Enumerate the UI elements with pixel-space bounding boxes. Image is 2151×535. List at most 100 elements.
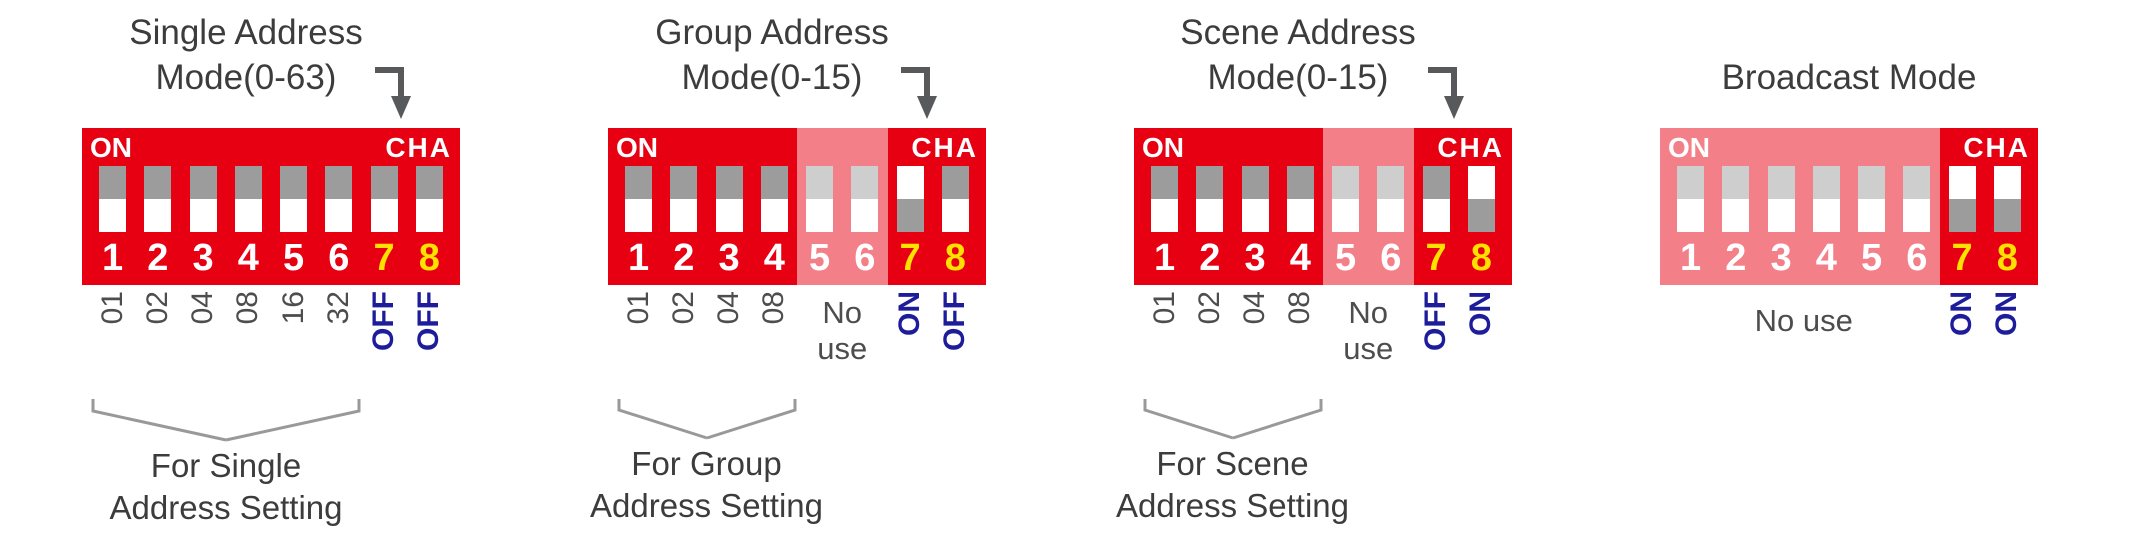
switch-value: 16 — [276, 291, 310, 325]
dip-switch-6[interactable] — [1377, 166, 1405, 232]
dip-switch-3[interactable] — [715, 166, 743, 232]
title-line1: Group Address — [655, 13, 889, 52]
switch-value: 04 — [712, 291, 746, 325]
dip-header: ON CHA — [1142, 132, 1504, 164]
switch-number: 2 — [1725, 237, 1747, 279]
dip-switch-8[interactable] — [1467, 166, 1495, 232]
caption-line1: For Scene — [1156, 445, 1309, 482]
caption-line1: For Single — [150, 447, 302, 484]
dip-switch-2[interactable] — [670, 166, 698, 232]
bracket — [91, 399, 361, 442]
dip-switch-1[interactable] — [99, 166, 127, 232]
title-line1: Scene Address — [1180, 13, 1416, 52]
switch-value: 01 — [1147, 291, 1181, 325]
dip-switch-5[interactable] — [1858, 166, 1886, 232]
switch-handle — [144, 199, 172, 232]
dip-switch-1[interactable] — [1151, 166, 1179, 232]
switch-number: 6 — [1380, 237, 1402, 279]
switch-handle — [851, 199, 879, 232]
dip-switch-7[interactable] — [370, 166, 398, 232]
switch-handle — [625, 199, 653, 232]
title-line1: Single Address — [129, 13, 363, 52]
dip-switch-4[interactable] — [1812, 166, 1840, 232]
switch-value: 02 — [1192, 291, 1226, 325]
title-line2: Mode(0-15) — [1207, 58, 1389, 97]
dip-switch-4[interactable] — [1286, 166, 1314, 232]
switch-number: 2 — [673, 237, 695, 279]
panel-title-text: Single Address Mode(0-63) — [129, 10, 362, 100]
dip-switch-6[interactable] — [851, 166, 879, 232]
switch-number: 2 — [1199, 237, 1221, 279]
dip-switch-block: ON CHA 1 2 3 4 5 6 7 8 — [608, 128, 986, 285]
dip-switch-8[interactable] — [1993, 166, 2021, 232]
on-label: ON — [1668, 132, 1710, 163]
switch-handle — [99, 199, 127, 232]
dip-switch-4[interactable] — [760, 166, 788, 232]
dip-switch-5[interactable] — [280, 166, 308, 232]
switch-number-row: 1 2 3 4 5 6 7 8 — [616, 237, 978, 279]
no-use-line2: use — [817, 331, 868, 366]
switch-number: 6 — [854, 237, 876, 279]
on-label: ON — [90, 132, 132, 163]
switch-number: 1 — [628, 237, 650, 279]
cha-label: CHA — [1437, 132, 1504, 163]
panel-single-address-mode: Single Address Mode(0-63) ON CHA — [82, 8, 460, 529]
switch-number: 5 — [1861, 237, 1883, 279]
dip-switch-8[interactable] — [941, 166, 969, 232]
dip-switch-block: ON CHA 1 2 3 4 5 6 7 8 — [1134, 128, 1512, 285]
switch-number: 3 — [718, 237, 740, 279]
switch-handle — [941, 199, 969, 232]
dip-switch-3[interactable] — [1241, 166, 1269, 232]
switch-number-row: 1 2 3 4 5 6 7 8 — [90, 237, 452, 279]
bracket — [1143, 399, 1323, 440]
no-use-line1: No — [822, 295, 863, 330]
dip-switch-5[interactable] — [806, 166, 834, 232]
switch-values-row: No use ON ON — [1660, 291, 2038, 395]
dip-switch-5[interactable] — [1332, 166, 1360, 232]
dip-switch-3[interactable] — [189, 166, 217, 232]
title-line1: Broadcast Mode — [1721, 58, 1977, 97]
dip-switch-6[interactable] — [325, 166, 353, 232]
switch-handle — [415, 199, 443, 232]
down-arrow-icon — [900, 67, 937, 119]
switch-state-label: ON — [1464, 291, 1498, 336]
dip-header: ON CHA — [1668, 132, 2030, 164]
panel-title-text: Broadcast Mode — [1722, 55, 1977, 100]
switch-handle — [1332, 199, 1360, 232]
switch-number: 5 — [809, 237, 831, 279]
switch-number: 4 — [1289, 237, 1311, 279]
down-arrow-icon — [1427, 67, 1464, 119]
dip-switch-block: ON CHA 1 2 3 4 5 6 7 8 — [82, 128, 460, 285]
dip-switch-7[interactable] — [1422, 166, 1450, 232]
switch-state-label: OFF — [412, 291, 446, 351]
dip-switch-7[interactable] — [896, 166, 924, 232]
switch-handle — [1196, 199, 1224, 232]
dip-switch-7[interactable] — [1948, 166, 1976, 232]
dip-switch-2[interactable] — [144, 166, 172, 232]
cha-label: CHA — [385, 132, 452, 163]
cha-label: CHA — [911, 132, 978, 163]
dip-header: ON CHA — [616, 132, 978, 164]
dip-switch-4[interactable] — [234, 166, 262, 232]
dip-switch-2[interactable] — [1196, 166, 1224, 232]
switch-handle — [325, 199, 353, 232]
switch-number: 5 — [283, 237, 305, 279]
dip-switch-3[interactable] — [1767, 166, 1795, 232]
dip-switch-8[interactable] — [415, 166, 443, 232]
switch-handle — [370, 199, 398, 232]
dip-switch-6[interactable] — [1903, 166, 1931, 232]
dip-switch-1[interactable] — [1677, 166, 1705, 232]
caption-line2: Address Setting — [1116, 487, 1349, 524]
switch-number: 1 — [102, 237, 124, 279]
switch-handle — [1422, 199, 1450, 232]
switch-handle — [1286, 199, 1314, 232]
on-label: ON — [1142, 132, 1184, 163]
switch-value: 04 — [1238, 291, 1272, 325]
dip-switch-1[interactable] — [625, 166, 653, 232]
switch-number-row: 1 2 3 4 5 6 7 8 — [1668, 237, 2030, 279]
switch-value: 01 — [95, 291, 129, 325]
switch-number: 1 — [1680, 237, 1702, 279]
dip-switch-2[interactable] — [1722, 166, 1750, 232]
cha-label: CHA — [1963, 132, 2030, 163]
switch-handle — [1677, 199, 1705, 232]
